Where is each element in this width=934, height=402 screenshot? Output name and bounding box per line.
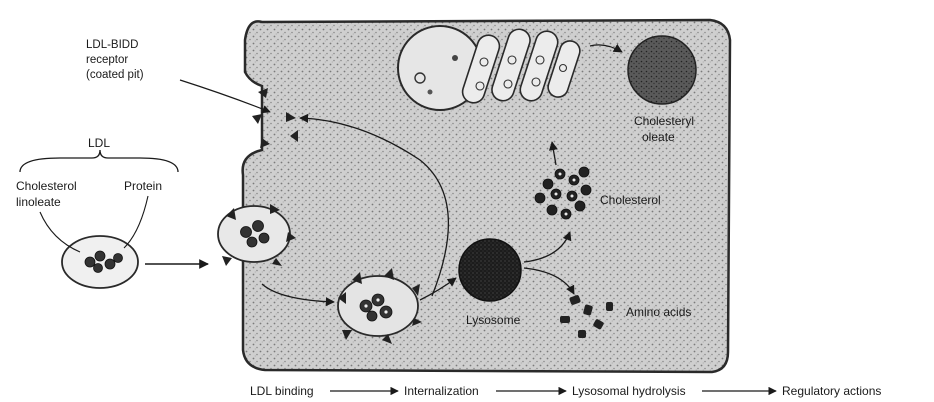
ldl-label: LDL	[88, 136, 110, 150]
amino-acids-label: Amino acids	[626, 305, 691, 319]
lysosome	[459, 239, 521, 301]
receptor-label-2: receptor	[86, 54, 128, 66]
cholesterol-label: Cholesterol	[600, 193, 661, 207]
cholesteryl-oleate-droplet	[628, 36, 696, 104]
step-ldl-binding: LDL binding	[250, 384, 314, 398]
receptor-label: LDL-BIDD	[86, 39, 138, 51]
cholesterol-linoleate-label-2: linoleate	[16, 195, 61, 209]
cholesteryl-oleate-label-2: oleate	[642, 130, 675, 144]
ldl-particle	[62, 236, 138, 288]
ldl-bracket	[20, 150, 178, 172]
step-internalization: Internalization	[404, 384, 479, 398]
receptor-label-3: (coated pit)	[86, 69, 144, 81]
protein-label: Protein	[124, 179, 162, 193]
step-regulatory-actions: Regulatory actions	[782, 384, 881, 398]
cholesterol-linoleate-label: Cholesterol	[16, 179, 77, 193]
cholesteryl-oleate-label: Cholesteryl	[634, 114, 694, 128]
lysosome-label: Lysosome	[466, 313, 521, 327]
step-lysosomal-hydrolysis: Lysosomal hydrolysis	[572, 384, 686, 398]
pathway-bar: LDL binding Internalization Lysosomal hy…	[250, 384, 881, 398]
